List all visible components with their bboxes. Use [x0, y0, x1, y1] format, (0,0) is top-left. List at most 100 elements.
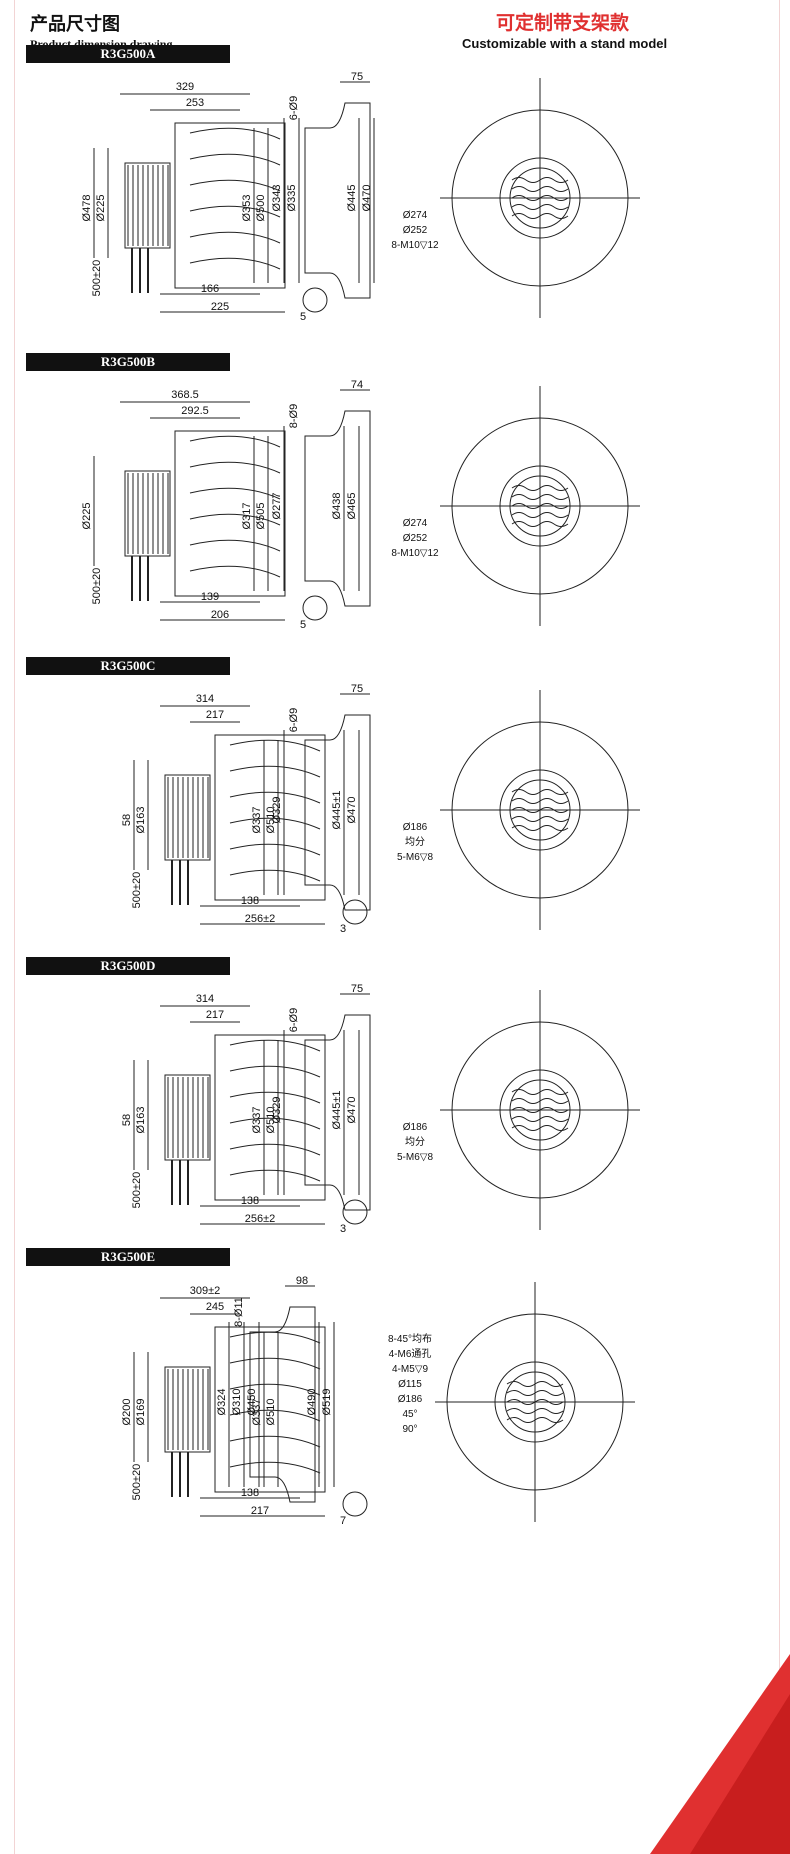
dimension-label: 3: [340, 1223, 346, 1235]
dimension-label: Ø329: [271, 797, 283, 824]
motor-winding: [506, 1390, 564, 1396]
motor-hub: [494, 1361, 576, 1443]
motor-winding: [511, 485, 569, 491]
dimension-label: 309±2: [190, 1285, 221, 1297]
model-label: R3G500B: [26, 353, 230, 371]
dimension-label: 500±20: [131, 872, 143, 909]
dimension-label: 138: [241, 895, 259, 907]
dimension-label: Ø445±1: [331, 1090, 343, 1129]
impeller-blade: [189, 539, 281, 552]
dimension-label: Ø329: [271, 1097, 283, 1124]
dimension-label: 8-Ø9: [288, 404, 300, 428]
dimension-label: Ø252: [403, 533, 428, 544]
dimension-label: 4-M5▽9: [392, 1364, 428, 1375]
motor-winding: [511, 213, 569, 219]
motor-hub: [499, 1069, 581, 1151]
motor-winding: [506, 1381, 564, 1387]
motor-winding: [506, 1408, 564, 1414]
dimension-label: Ø519: [321, 1389, 333, 1416]
dimension-label: Ø470: [346, 797, 358, 824]
dimension-label: 均分: [405, 1136, 425, 1148]
dimension-label: 8-45°均布: [388, 1333, 432, 1345]
dimension-label: Ø274: [403, 518, 428, 529]
motor-winding: [511, 1089, 569, 1095]
detail-circle: [302, 595, 328, 621]
dimension-label: 500±20: [131, 1464, 143, 1501]
motor-hub: [499, 769, 581, 851]
dimension-label: Ø500: [255, 195, 267, 222]
dimension-label: 58: [121, 1114, 133, 1126]
impeller-blade: [189, 231, 281, 244]
dimension-label: Ø470: [361, 185, 373, 212]
dimension-label: 206: [211, 609, 229, 621]
motor-winding: [506, 1417, 564, 1423]
dimension-label: 5: [300, 619, 306, 631]
outer-ring: [451, 721, 629, 899]
dimension-label: Ø225: [95, 195, 107, 222]
customizable-title-cn: 可定制带支架款: [496, 13, 630, 34]
impeller-blade: [189, 435, 281, 448]
impeller-blade: [229, 765, 321, 778]
motor-hub: [499, 465, 581, 547]
dimension-label: 98: [296, 1275, 308, 1287]
dimension-label: 5-M6▽8: [397, 852, 433, 863]
dimension-label: Ø445±1: [331, 790, 343, 829]
motor-winding: [511, 494, 569, 500]
impeller-blade: [189, 565, 281, 578]
motor-winding: [511, 816, 569, 822]
dimension-label: Ø186: [398, 1394, 423, 1405]
dimension-label: Ø510: [265, 1107, 277, 1134]
impeller-blade: [189, 461, 281, 474]
dimension-label: 5-M6▽8: [397, 1152, 433, 1163]
dimension-label: 292.5: [181, 405, 209, 417]
dimension-label: 138: [241, 1487, 259, 1499]
dimension-label: Ø324: [216, 1389, 228, 1416]
detail-circle: [342, 1491, 368, 1517]
dimension-label: Ø490: [306, 1389, 318, 1416]
dimension-label: 225: [211, 301, 229, 313]
dimension-label: 8-M10▽12: [391, 240, 439, 251]
model-label: R3G500C: [26, 657, 230, 675]
dimension-label: 75: [351, 683, 363, 695]
dimension-label: Ø335: [286, 185, 298, 212]
motor-winding: [511, 521, 569, 527]
outer-ring: [446, 1313, 624, 1491]
dimension-label: 3: [340, 923, 346, 935]
dimension-label: Ø115: [398, 1379, 422, 1390]
motor-winding: [511, 825, 569, 831]
motor-winding: [511, 195, 569, 201]
impeller-blade: [189, 153, 281, 166]
dimension-label: Ø277: [271, 493, 283, 520]
motor-winding: [511, 186, 569, 192]
impeller-blade: [229, 869, 321, 882]
motor-hub: [499, 157, 581, 239]
dimension-label: 500±20: [91, 568, 103, 605]
customizable-title-en: Customizable with a stand model: [462, 36, 668, 51]
dimension-label: 6-Ø9: [288, 708, 300, 732]
dimension-label: Ø169: [135, 1399, 147, 1426]
corner-decoration: [650, 1654, 790, 1854]
dimension-label: Ø343: [271, 185, 283, 212]
dimension-label: Ø445: [346, 185, 358, 212]
dimension-label: Ø337: [251, 807, 263, 834]
dimension-label: Ø252: [403, 225, 428, 236]
dimension-label: Ø310: [231, 1389, 243, 1416]
dimension-label: 256±2: [245, 913, 276, 925]
detail-circle: [342, 899, 368, 925]
dimension-label: 217: [251, 1505, 269, 1517]
dimension-label: 4-M6通孔: [389, 1348, 432, 1360]
motor-winding: [511, 798, 569, 804]
model-label: R3G500A: [26, 45, 230, 63]
model-label: R3G500D: [26, 957, 230, 975]
